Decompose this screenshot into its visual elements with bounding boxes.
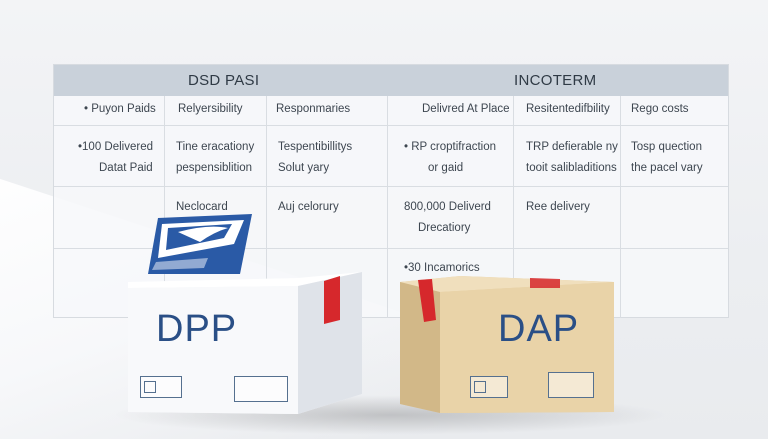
- table-cell: •30 Incamorics: [404, 262, 480, 274]
- row-divider: [54, 125, 728, 126]
- row-divider: [54, 248, 728, 249]
- table-cell: Tespentibillitys: [278, 141, 353, 153]
- table-cell: • RP croptifraction: [404, 141, 497, 153]
- dpp-box-shape: [128, 272, 362, 414]
- column-divider: [620, 96, 621, 318]
- table-cell: Datat Paid: [99, 162, 153, 174]
- header-right-title: INCOTERM: [514, 72, 597, 89]
- postal-eagle-logo: [148, 214, 252, 274]
- column-divider: [266, 96, 267, 318]
- table-cell: the pacel vary: [631, 162, 703, 174]
- table-cell: pespensiblition: [176, 162, 253, 174]
- table-cell: tooit salibladitions: [526, 162, 617, 174]
- dpp-box: DPP: [128, 272, 362, 417]
- table-cell: •100 Delivered: [78, 141, 153, 153]
- table-cell: or gaid: [428, 162, 464, 174]
- checkbox-icon: [474, 381, 486, 393]
- column-header: Resitentedifbility: [526, 103, 610, 115]
- column-header: Rego costs: [631, 103, 689, 115]
- row-divider: [54, 186, 728, 187]
- column-divider: [387, 96, 388, 318]
- table-cell: Ree delivery: [526, 201, 590, 213]
- address-label: [234, 376, 288, 402]
- dap-box: DAP: [400, 276, 614, 413]
- table-cell: 800,000 Deliverd: [404, 201, 491, 213]
- header-left-title: DSD PASI: [188, 72, 260, 89]
- column-header: Delivred At Place: [422, 103, 510, 115]
- column-divider: [513, 96, 514, 318]
- table-cell: TRP defierable ny: [526, 141, 618, 153]
- table-header: DSD PASI INCOTERM: [54, 65, 728, 96]
- dpp-box-label: DPP: [156, 308, 238, 350]
- table-cell: Neclocard: [176, 201, 228, 213]
- table-cell: Tosp quection: [631, 141, 702, 153]
- table-cell: Tine eracationy: [176, 141, 255, 153]
- shipping-label: [140, 376, 182, 398]
- column-divider: [164, 96, 165, 318]
- column-header: Responmaries: [276, 103, 351, 115]
- address-label: [548, 372, 594, 398]
- comparison-table: DSD PASI INCOTERM • Puyon Paids Relyersi…: [53, 64, 729, 318]
- dap-box-label: DAP: [498, 308, 580, 350]
- table-cell: Drecatiory: [418, 222, 471, 234]
- table-cell: Solut yary: [278, 162, 330, 174]
- column-header: • Puyon Paids: [84, 103, 156, 115]
- column-header: Relyersibility: [178, 103, 243, 115]
- shipping-label: [470, 376, 508, 398]
- checkbox-icon: [144, 381, 156, 393]
- table-cell: Auj celorury: [278, 201, 339, 213]
